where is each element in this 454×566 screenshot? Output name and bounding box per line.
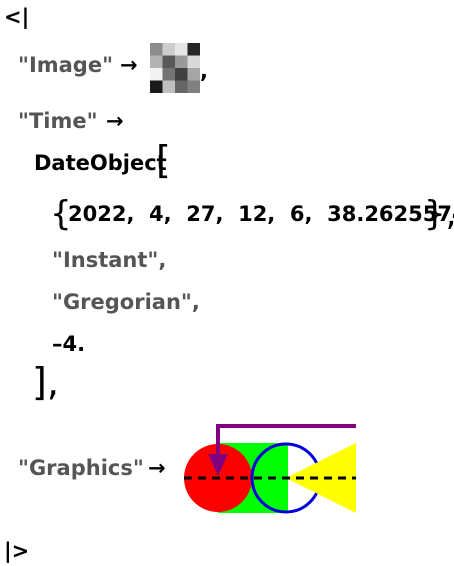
time-arrow: → <box>106 109 124 133</box>
pixel-cell <box>175 80 188 93</box>
date-object-open-bracket: [ <box>156 138 171 182</box>
pixel-cell <box>150 55 163 68</box>
pixel-cell <box>175 43 188 56</box>
image-key: "Image" <box>18 53 114 77</box>
graphics-arrow: → <box>148 456 166 480</box>
pixel-cell <box>187 68 200 81</box>
association-open: <| <box>4 5 30 29</box>
pixel-cell <box>150 80 163 93</box>
image-arrow: → <box>120 53 138 77</box>
image-trailing-comma: , <box>200 59 208 83</box>
list-close-brace: }, <box>424 194 454 234</box>
date-list-values: 2022, 4, 27, 12, 6, 38.2625574 <box>68 202 454 226</box>
pixel-cell <box>162 68 175 81</box>
timezone-value: –4. <box>52 332 86 356</box>
pixel-cell <box>175 68 188 81</box>
pixel-image-thumbnail[interactable] <box>150 43 200 93</box>
date-object-head: DateObject <box>34 151 167 175</box>
pixel-cell <box>175 55 188 68</box>
pixel-cell <box>162 80 175 93</box>
association-close: |> <box>4 539 30 563</box>
calendar-string: "Gregorian", <box>52 290 200 314</box>
yellow-triangle <box>286 443 356 513</box>
pixel-cell <box>150 68 163 81</box>
pixel-cell <box>187 80 200 93</box>
graphics-key: "Graphics" <box>18 456 144 480</box>
list-open-brace: { <box>50 194 72 234</box>
pixel-cell <box>187 55 200 68</box>
purple-arrowhead <box>208 454 228 476</box>
pixel-cell <box>150 43 163 56</box>
time-key: "Time" <box>18 109 98 133</box>
pixel-cell <box>162 55 175 68</box>
pixel-cell <box>162 43 175 56</box>
purple-arrow-path <box>216 424 356 458</box>
pixel-cell <box>187 43 200 56</box>
instant-string: "Instant", <box>52 248 167 272</box>
graphics-output[interactable] <box>180 418 360 518</box>
date-object-close-bracket: ], <box>32 360 59 404</box>
